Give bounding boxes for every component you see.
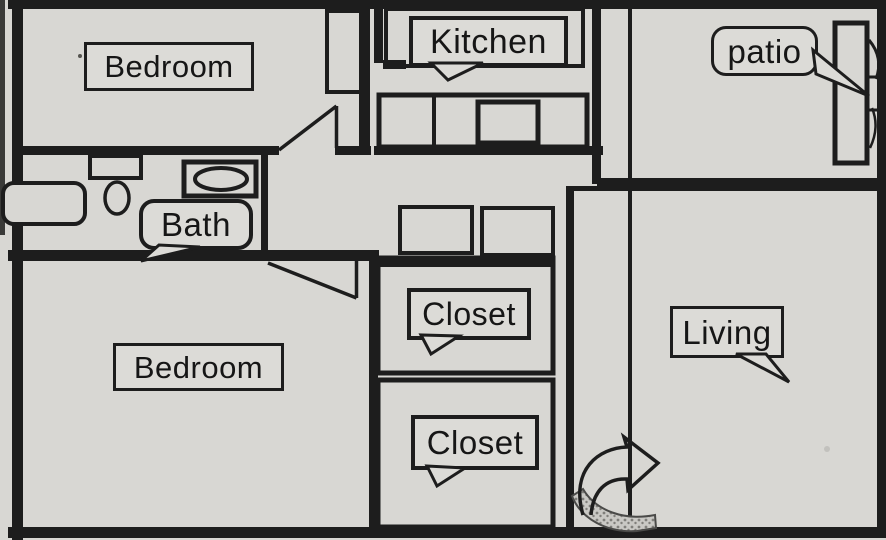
room-label-text: Closet (426, 424, 524, 461)
wall-right (877, 0, 886, 538)
wall-kitchen-left (374, 5, 383, 63)
entry-arrow-shadow (570, 487, 658, 533)
room-label-text: Kitchen (430, 22, 547, 61)
room-label-bedroom-top: Bedroom (84, 42, 254, 91)
room-label-text: Living (682, 313, 772, 351)
room-label-bath: Bath (139, 199, 253, 250)
speck (824, 446, 830, 452)
wall-center-vertical (628, 4, 632, 537)
room-label-patio: patio (711, 26, 818, 76)
room-label-living: Living (670, 306, 784, 358)
door-swing-bedroom-top (277, 104, 339, 152)
scan-edge (0, 0, 5, 235)
wall-living-left (566, 186, 574, 532)
wall-patio-bottom (597, 178, 886, 186)
vanity-icon (1, 181, 87, 226)
speck (78, 54, 82, 58)
door-swing-bedroom-bottom (267, 261, 359, 300)
wall-bath-bottom (8, 250, 379, 261)
wall-bedroom-top-bottom-a (12, 146, 279, 155)
wall-top (8, 0, 886, 9)
hall-utility-box-right (480, 206, 555, 257)
wall-kitchen-bottom (374, 146, 603, 155)
room-label-bedroom-bottom: Bedroom (113, 343, 284, 391)
wall-bottom (8, 527, 886, 538)
wall-left (12, 0, 23, 540)
room-label-text: Bedroom (104, 49, 234, 84)
closet-lower-room (375, 377, 556, 530)
wall-bedroom-top-bottom-b (335, 146, 371, 155)
sink-counter-icon (88, 154, 143, 180)
wall-living-top (566, 186, 886, 191)
wall-kitchen-right (592, 0, 601, 184)
room-label-text: Bath (161, 206, 231, 243)
bathtub-icon (181, 159, 259, 199)
toilet-icon (103, 180, 131, 216)
patio-door-frame (832, 20, 870, 166)
kitchen-counter-row (376, 92, 590, 150)
room-label-closet-lower: Closet (411, 415, 539, 470)
entry-arrow-icon (578, 432, 661, 516)
patio-door-swing-arc-top (867, 39, 881, 80)
wall-bedroom-top-right (359, 5, 370, 153)
room-label-kitchen: Kitchen (409, 16, 568, 67)
room-label-closet-upper: Closet (407, 288, 531, 340)
room-label-text: Bedroom (133, 349, 264, 385)
bathtub-basin-icon (193, 166, 249, 192)
patio-door-swing-arc-bottom (868, 107, 877, 149)
wall-closet-top (378, 258, 553, 267)
room-label-text: Closet (422, 296, 516, 332)
wall-bath-right (261, 150, 268, 257)
room-label-text: patio (727, 32, 802, 70)
hall-utility-box-left (398, 205, 474, 255)
wall-bedroom-bottom-right (369, 257, 378, 532)
closet-upper-room (375, 255, 556, 376)
stove-icon (475, 99, 541, 146)
bedroom-top-closet (325, 9, 363, 94)
